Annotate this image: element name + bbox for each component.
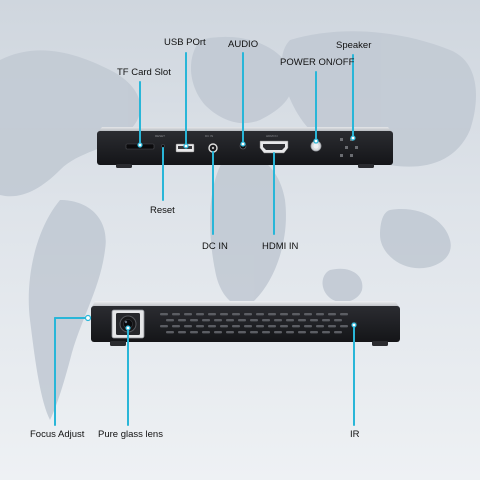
vent-slot: [178, 319, 186, 322]
vent-slot: [244, 325, 252, 328]
vent-slot: [328, 313, 336, 316]
vent-slot: [322, 331, 330, 334]
vent-slot: [268, 325, 276, 328]
label-ir: IR: [350, 429, 360, 440]
vent-slot: [280, 325, 288, 328]
vent-slot: [340, 313, 348, 316]
vent-slot: [262, 319, 270, 322]
vent-slot: [202, 331, 210, 334]
vent-slot: [262, 331, 270, 334]
vent-slot: [334, 331, 342, 334]
vent-slot: [208, 313, 216, 316]
svg-text:RESET: RESET: [155, 134, 165, 138]
vent-slot: [268, 313, 276, 316]
vent-slot: [208, 325, 216, 328]
vent-slot: [298, 331, 306, 334]
vent-slot: [250, 331, 258, 334]
vent-slot: [322, 319, 330, 322]
vent-slot: [238, 331, 246, 334]
vent-slot: [184, 313, 192, 316]
label-speaker: Speaker: [336, 40, 372, 51]
vent-slot: [220, 313, 228, 316]
vent-slot: [286, 331, 294, 334]
vent-slot: [226, 331, 234, 334]
vent-slot: [172, 313, 180, 316]
vent-slot: [256, 325, 264, 328]
vent-slot: [238, 319, 246, 322]
vent-slot: [292, 325, 300, 328]
vent-slot: [220, 325, 228, 328]
vent-slot: [274, 319, 282, 322]
vent-slot: [226, 319, 234, 322]
vent-slot: [274, 331, 282, 334]
vent-slot: [310, 331, 318, 334]
vent-slot: [166, 319, 174, 322]
vent-slot: [298, 319, 306, 322]
vent-slot: [190, 331, 198, 334]
vent-slot: [316, 313, 324, 316]
vent-slot: [328, 325, 336, 328]
label-focus-adjust: Focus Adjust: [30, 429, 85, 440]
label-pure-glass-lens: Pure glass lens: [98, 429, 163, 440]
vent-slot: [172, 325, 180, 328]
svg-text:HDMI IN: HDMI IN: [266, 134, 278, 138]
label-dc-in: DC IN: [202, 241, 228, 252]
vent-slot: [256, 313, 264, 316]
vent-slot: [214, 331, 222, 334]
vent-slot: [160, 325, 168, 328]
vent-slot: [196, 325, 204, 328]
vent-slot: [196, 313, 204, 316]
vent-slot: [304, 325, 312, 328]
vent-slot: [316, 325, 324, 328]
label-usb-port: USB POrt: [164, 37, 206, 48]
vent-slot: [166, 331, 174, 334]
vent-slot: [286, 319, 294, 322]
vent-slot: [202, 319, 210, 322]
vent-slot: [250, 319, 258, 322]
vent-slot: [232, 313, 240, 316]
vent-slot: [244, 313, 252, 316]
vent-slot: [280, 313, 288, 316]
label-hdmi-in: HDMI IN: [262, 241, 299, 252]
vent-slot: [232, 325, 240, 328]
vent-slot: [292, 313, 300, 316]
svg-text:DC IN: DC IN: [205, 134, 213, 138]
vent-slot: [184, 325, 192, 328]
vent-slot: [190, 319, 198, 322]
vent-slot: [160, 313, 168, 316]
vent-slot: [214, 319, 222, 322]
vent-slot: [304, 313, 312, 316]
label-audio: AUDIO: [228, 39, 259, 50]
label-power: POWER ON/OFF: [280, 57, 355, 68]
vent-slot: [310, 319, 318, 322]
vent-slot: [334, 319, 342, 322]
vent-slot: [178, 331, 186, 334]
vent-slot: [340, 325, 348, 328]
label-tf-card-slot: TF Card Slot: [117, 67, 171, 78]
label-reset: Reset: [150, 205, 175, 216]
vent-grille: [160, 313, 348, 334]
